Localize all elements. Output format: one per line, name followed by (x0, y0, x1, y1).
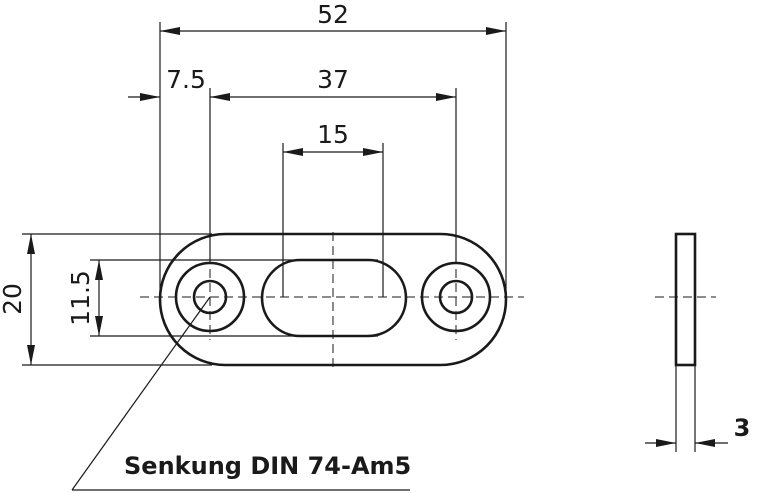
dimension-overall-height: 20 (0, 233, 212, 366)
dimension-overall-height-label: 20 (0, 283, 27, 315)
dimension-slot-height: 11.5 (66, 259, 378, 337)
dimension-thickness-label: 3 (734, 414, 751, 442)
dimension-hole-spacing: 7.5 37 (128, 65, 457, 262)
front-view (140, 232, 524, 368)
countersink-note: Senkung DIN 74-Am5 (124, 452, 411, 480)
center-slot (260, 258, 408, 338)
dimension-slot-width: 15 (282, 120, 384, 297)
dimension-edge-to-hole-label: 7.5 (166, 65, 206, 94)
dimension-hole-spacing-label: 37 (317, 65, 349, 94)
dimension-overall-length: 52 (159, 0, 507, 297)
dimension-overall-length-label: 52 (317, 0, 349, 29)
dimension-thickness: 3 (645, 365, 750, 452)
side-view (655, 232, 716, 367)
side-view-profile (674, 232, 697, 367)
dimension-slot-width-label: 15 (317, 120, 349, 149)
dimension-slot-height-label: 11.5 (66, 270, 95, 326)
countersink-leader: Senkung DIN 74-Am5 (71, 296, 411, 491)
